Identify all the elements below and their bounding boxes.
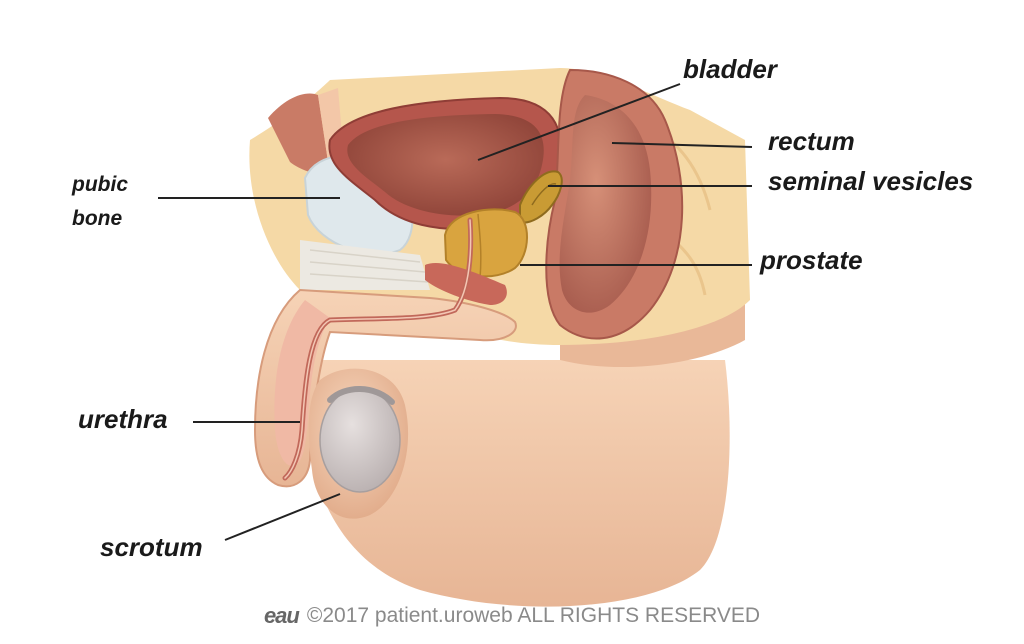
label-seminal-vesicles: seminal vesicles: [768, 166, 974, 196]
label-pubic-bone-line2: bone: [72, 207, 123, 230]
seminal-vesicles-shape: [519, 170, 563, 224]
label-pubic-bone: pubic bone: [72, 168, 128, 236]
label-prostate: prostate: [760, 245, 863, 275]
pubic-bone-shape: [300, 154, 430, 290]
leader-line-rectum: [611, 142, 753, 148]
label-rectum: rectum: [768, 126, 855, 156]
penis-shape: [253, 217, 517, 488]
copyright-footer: eau ©2017 patient.uroweb ALL RIGHTS RESE…: [0, 600, 1024, 632]
leader-lines: [158, 83, 753, 541]
leader-line-scrotum: [224, 493, 341, 541]
label-scrotum: scrotum: [100, 532, 203, 562]
leader-line-bladder: [477, 83, 681, 161]
label-pubic-bone-line1: pubic: [72, 173, 128, 196]
bladder-shape: [328, 96, 563, 231]
eau-logo: eau: [263, 603, 300, 628]
scrotum-shape: [308, 368, 409, 519]
copyright-text: ©2017 patient.uroweb ALL RIGHTS RESERVED: [306, 604, 761, 627]
label-bladder: bladder: [683, 54, 777, 84]
label-urethra: urethra: [78, 404, 168, 434]
